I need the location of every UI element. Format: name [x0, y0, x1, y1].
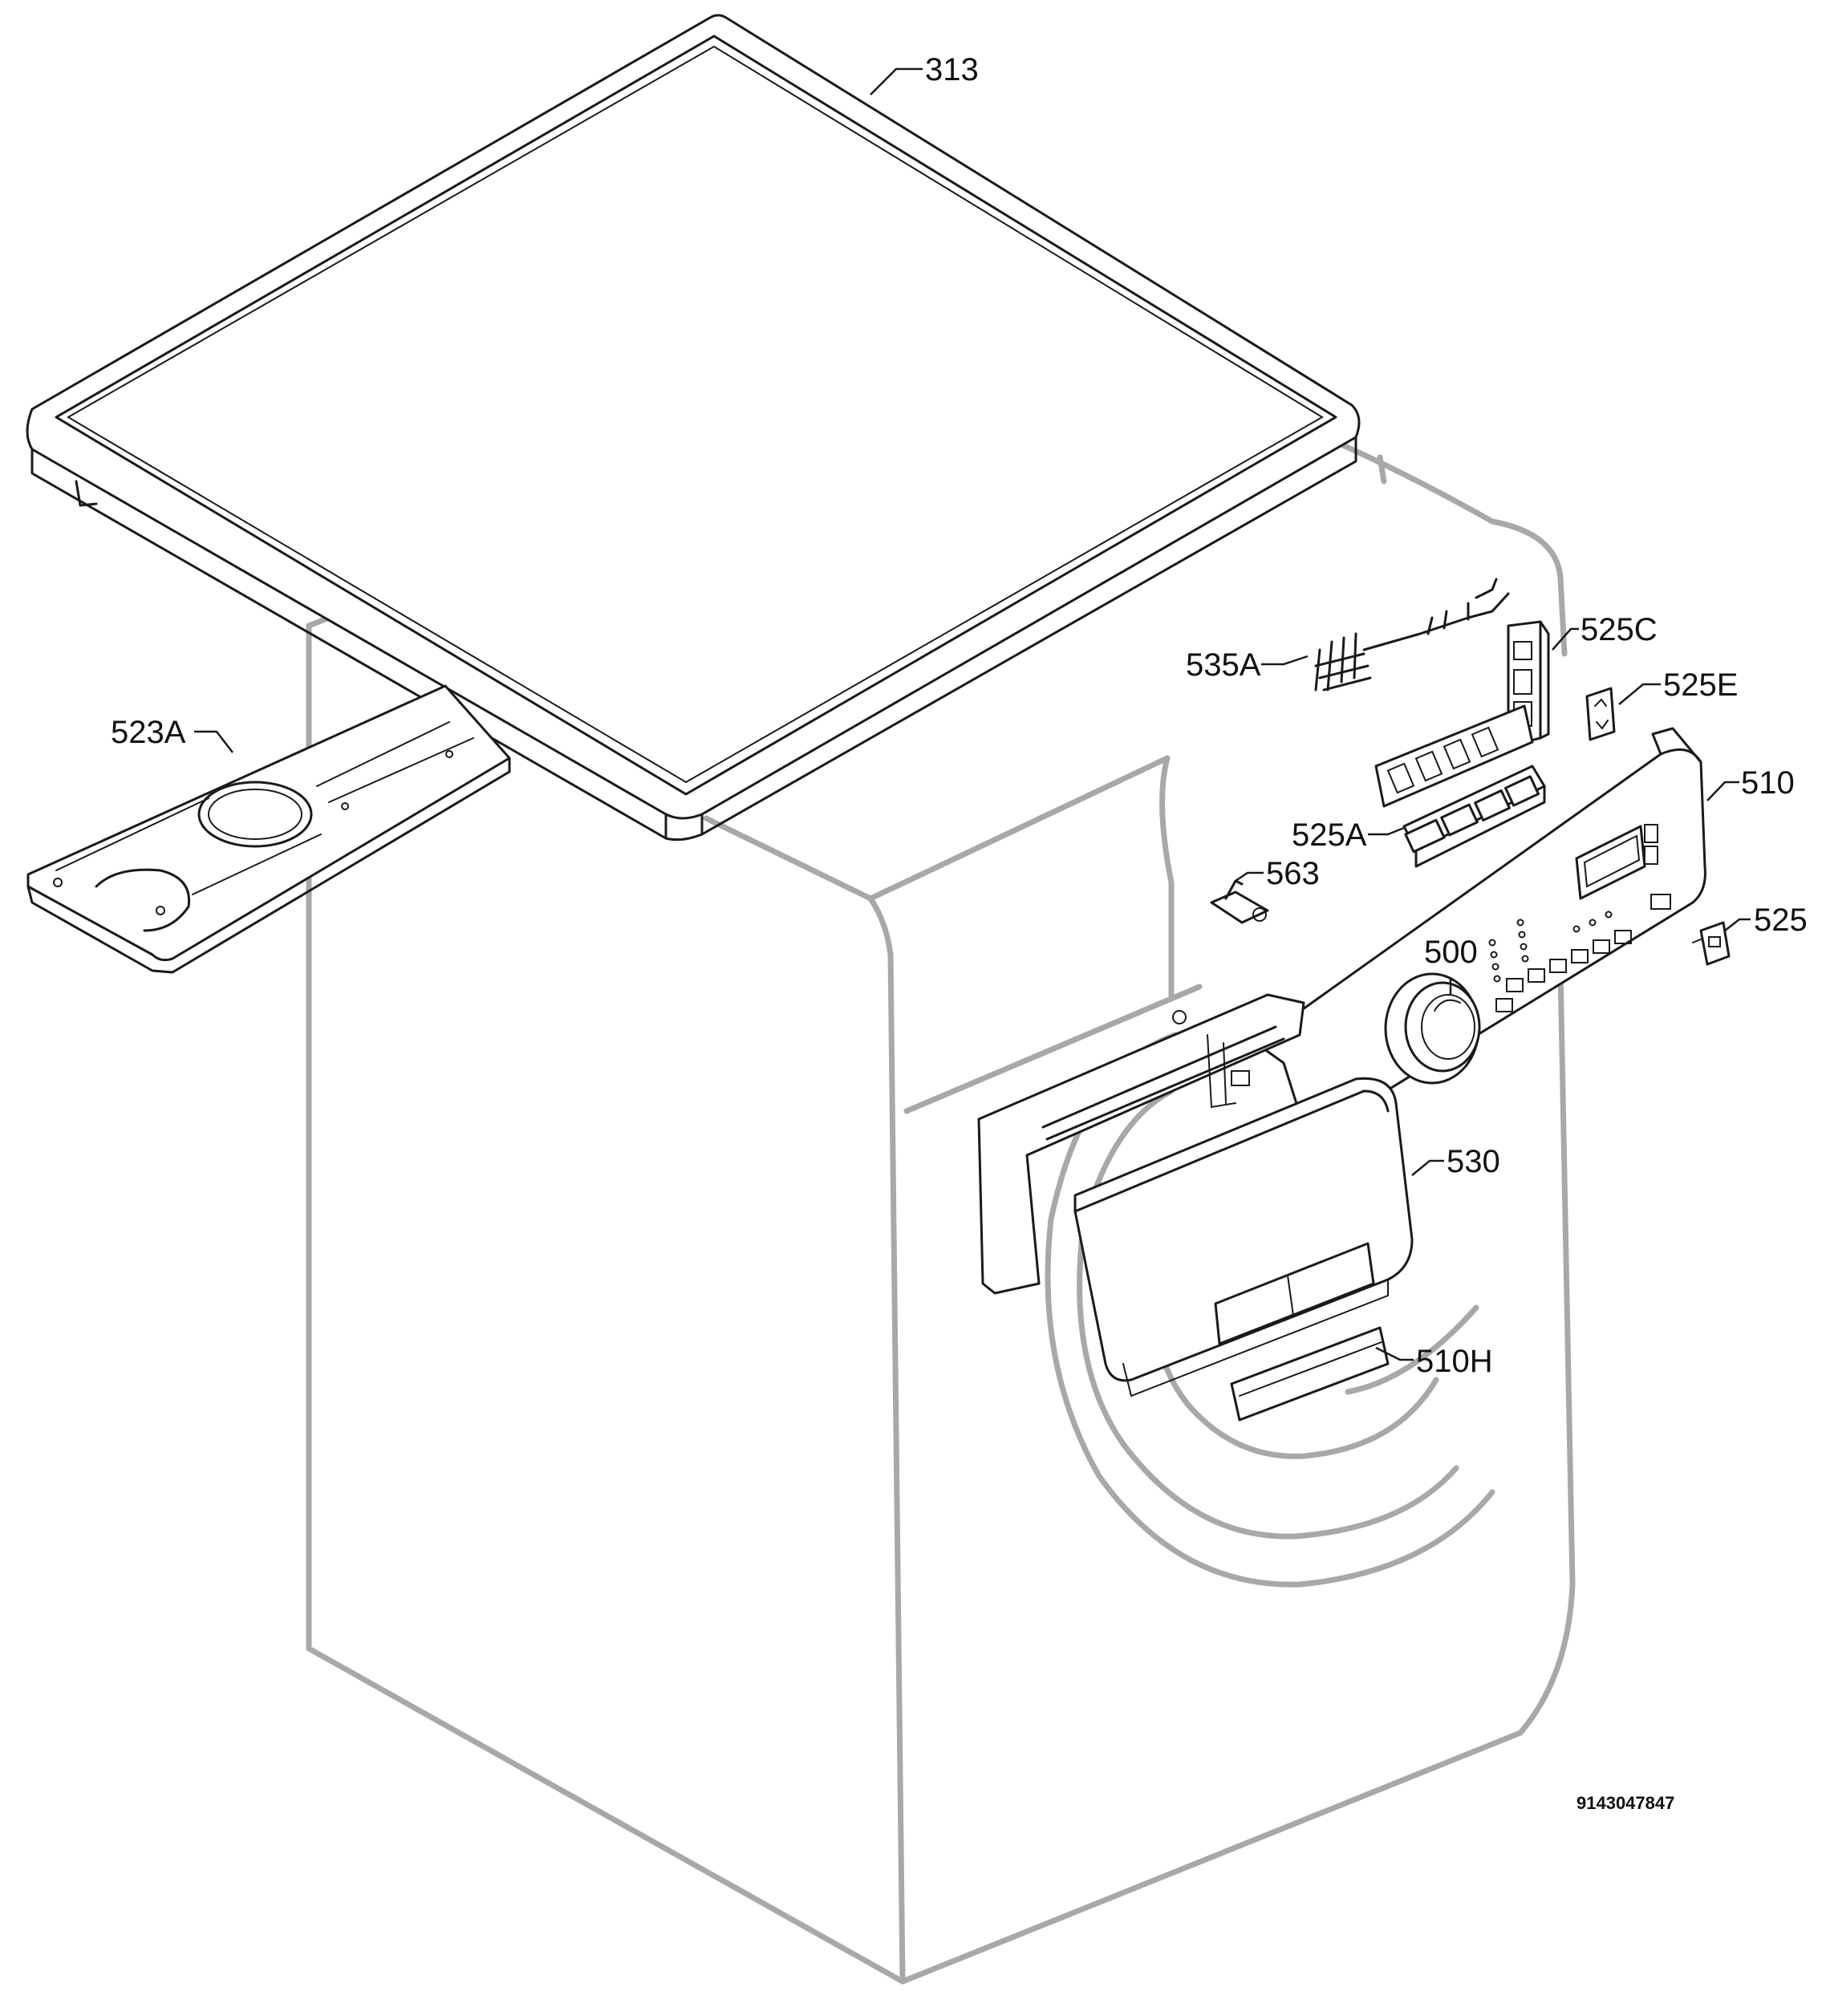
dispenser-drawer-530[interactable] [1073, 1077, 1414, 1397]
leader-525C [1552, 627, 1579, 651]
label-525A[interactable]: 525A [1292, 817, 1367, 853]
leader-525E [1618, 683, 1661, 705]
control-panel-510[interactable] [1254, 727, 1706, 1161]
label-510[interactable]: 510 [1741, 765, 1795, 801]
leader-313 [870, 67, 923, 95]
rear-bracket-523A[interactable] [26, 684, 511, 974]
label-525E[interactable]: 525E [1663, 667, 1738, 703]
program-knob-500[interactable] [1384, 972, 1481, 1085]
leader-510H [1375, 1346, 1414, 1361]
wiring-harness-535A[interactable] [1314, 578, 1510, 692]
main-board-keys [1374, 704, 1534, 808]
key-block-525A[interactable] [1402, 765, 1546, 868]
handle-510H[interactable] [1230, 1326, 1390, 1422]
top-lid-313[interactable] [26, 14, 1361, 842]
light-guide-563[interactable] [1210, 879, 1269, 924]
key-525E[interactable] [1585, 687, 1616, 741]
dispenser-housing [977, 993, 1305, 1295]
leader-525 [1724, 918, 1751, 931]
leader-510 [1706, 781, 1739, 801]
label-530[interactable]: 530 [1447, 1144, 1500, 1179]
leader-563 [1235, 871, 1264, 882]
label-563[interactable]: 563 [1266, 856, 1320, 891]
leader-535A [1261, 655, 1309, 666]
label-510H[interactable]: 510H [1416, 1344, 1493, 1379]
label-535A[interactable]: 535A [1186, 647, 1261, 683]
leader-525A [1368, 826, 1405, 836]
switch-525[interactable] [1692, 921, 1731, 966]
leader-523A [194, 730, 233, 753]
label-313[interactable]: 313 [925, 52, 979, 87]
leader-530 [1411, 1159, 1444, 1176]
label-500[interactable]: 500 [1424, 935, 1478, 970]
document-number: 9143047847 [1576, 1793, 1674, 1813]
label-525[interactable]: 525 [1754, 903, 1808, 938]
label-525C[interactable]: 525C [1581, 612, 1658, 647]
label-523A[interactable]: 523A [111, 715, 186, 750]
